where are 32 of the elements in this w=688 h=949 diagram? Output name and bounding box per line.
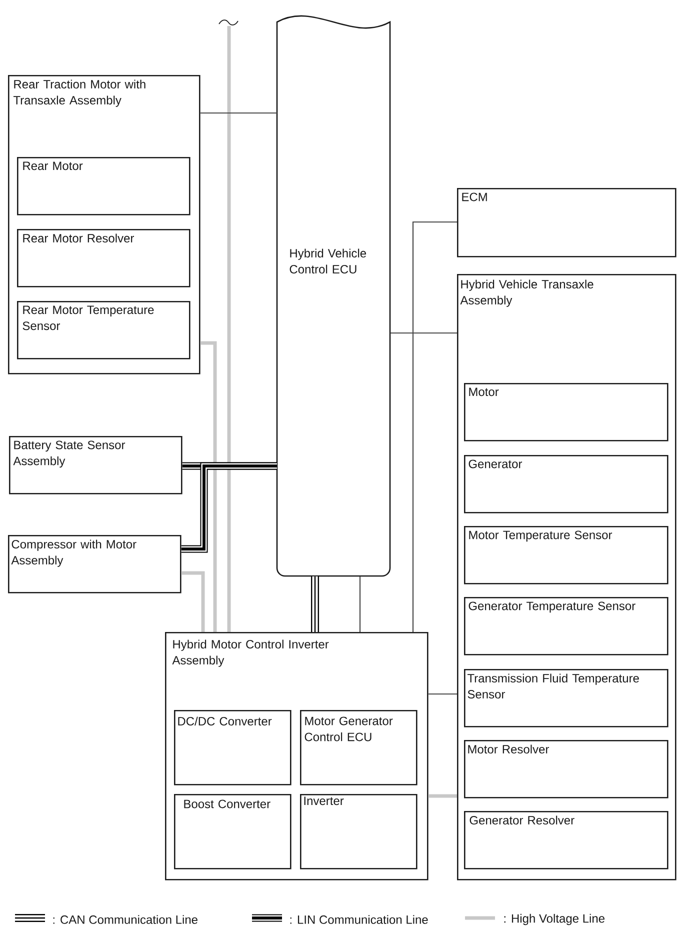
high-voltage-line [200, 341, 217, 632]
component-box: Generator Resolver [464, 811, 668, 870]
control-unit-block: Hybrid Vehicle Control ECU [276, 15, 391, 577]
component-box: Inverter [300, 794, 418, 870]
legend-label: : CAN Communication Line [53, 915, 198, 924]
component-box: Motor Generator Control ECU [300, 710, 418, 786]
connection-line [359, 576, 361, 632]
component-box: Motor [464, 383, 668, 442]
component-box: Transmission Fluid Temperature Sensor [464, 669, 668, 728]
component-box: Compressor with Motor Assembly [8, 535, 182, 594]
high-voltage-line [428, 794, 457, 798]
connection-line [428, 693, 457, 695]
can-bus-line [311, 576, 319, 632]
component-box: Battery State Sensor Assembly [9, 436, 182, 494]
component-box: Motor Temperature Sensor [464, 526, 668, 584]
component-box: Generator Temperature Sensor [464, 597, 668, 656]
legend-label: : High Voltage Line [504, 914, 604, 926]
connection-line [412, 221, 457, 632]
component-box: Rear Motor Resolver [17, 229, 190, 288]
component-box: DC/DC Converter [174, 710, 292, 786]
legend-label: : LIN Communication Line [290, 915, 428, 924]
component-box: Generator [464, 455, 668, 514]
component-box: ECM [457, 188, 676, 258]
component-box: Motor Resolver [464, 740, 668, 798]
component-box: Boost Converter [174, 794, 292, 870]
connection-line [390, 332, 457, 334]
high-voltage-line [227, 26, 231, 632]
component-box: Rear Motor Temperature Sensor [17, 301, 190, 360]
component-box: Rear Motor [17, 157, 190, 216]
high-voltage-line [181, 571, 205, 632]
connection-line [200, 112, 277, 114]
lin-bus-line [181, 462, 277, 553]
